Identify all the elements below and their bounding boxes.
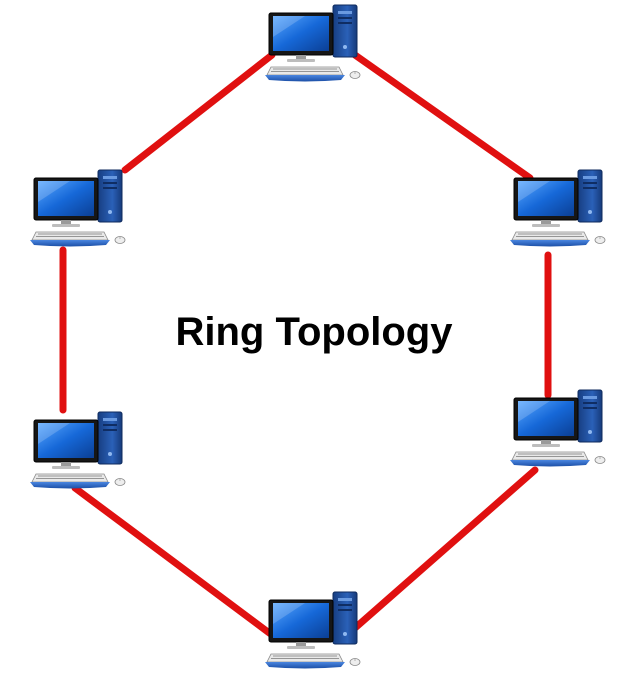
ring-link-upper-left-to-top [121,51,276,174]
ring-link-lower-right-to-bottom [351,466,539,632]
desktop-computer-icon [29,411,126,489]
desktop-computer-icon [264,591,361,669]
diagram-title: Ring Topology [176,310,454,354]
desktop-computer-icon [29,169,126,247]
ring-link-top-to-upper-right [351,51,534,182]
node-upper-right [509,169,606,247]
desktop-computer-icon [264,4,361,82]
desktop-computer-icon [509,389,606,467]
node-bottom [264,591,361,669]
node-lower-right [509,389,606,467]
ring-links [59,51,552,639]
node-lower-left [29,411,126,489]
node-top [264,4,361,82]
ring-link-bottom-to-lower-left [71,484,276,639]
node-upper-left [29,169,126,247]
desktop-computer-icon [509,169,606,247]
